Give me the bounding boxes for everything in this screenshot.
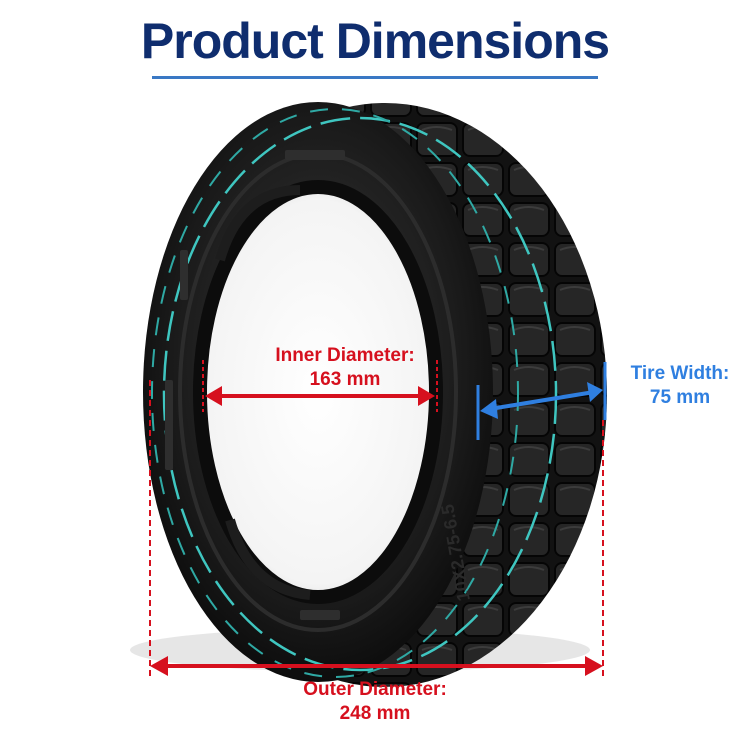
outer-diameter-indicator (149, 380, 604, 680)
sidewall-embossing (165, 150, 345, 620)
tire-width-title: Tire Width: (630, 363, 730, 384)
tire-rim-hole (200, 187, 436, 597)
title-underline (152, 76, 598, 79)
inner-diameter-value: 163 mm (309, 369, 381, 390)
inner-diameter-label: Inner Diameter: 163 mm (250, 344, 440, 392)
outer-diameter-title: Outer Diameter: (303, 679, 447, 700)
tire-accent-stripe (162, 116, 558, 672)
outer-diameter-value: 248 mm (339, 703, 411, 724)
tire-width-indicator (476, 362, 607, 440)
tire-width-label: Tire Width: 75 mm (615, 362, 745, 410)
inner-diameter-title: Inner Diameter: (275, 345, 415, 366)
inner-diameter-indicator (202, 360, 438, 412)
outer-diameter-label: Outer Diameter: 248 mm (270, 678, 480, 726)
page-title: Product Dimensions (140, 13, 610, 69)
tire-width-value: 75 mm (649, 387, 711, 408)
